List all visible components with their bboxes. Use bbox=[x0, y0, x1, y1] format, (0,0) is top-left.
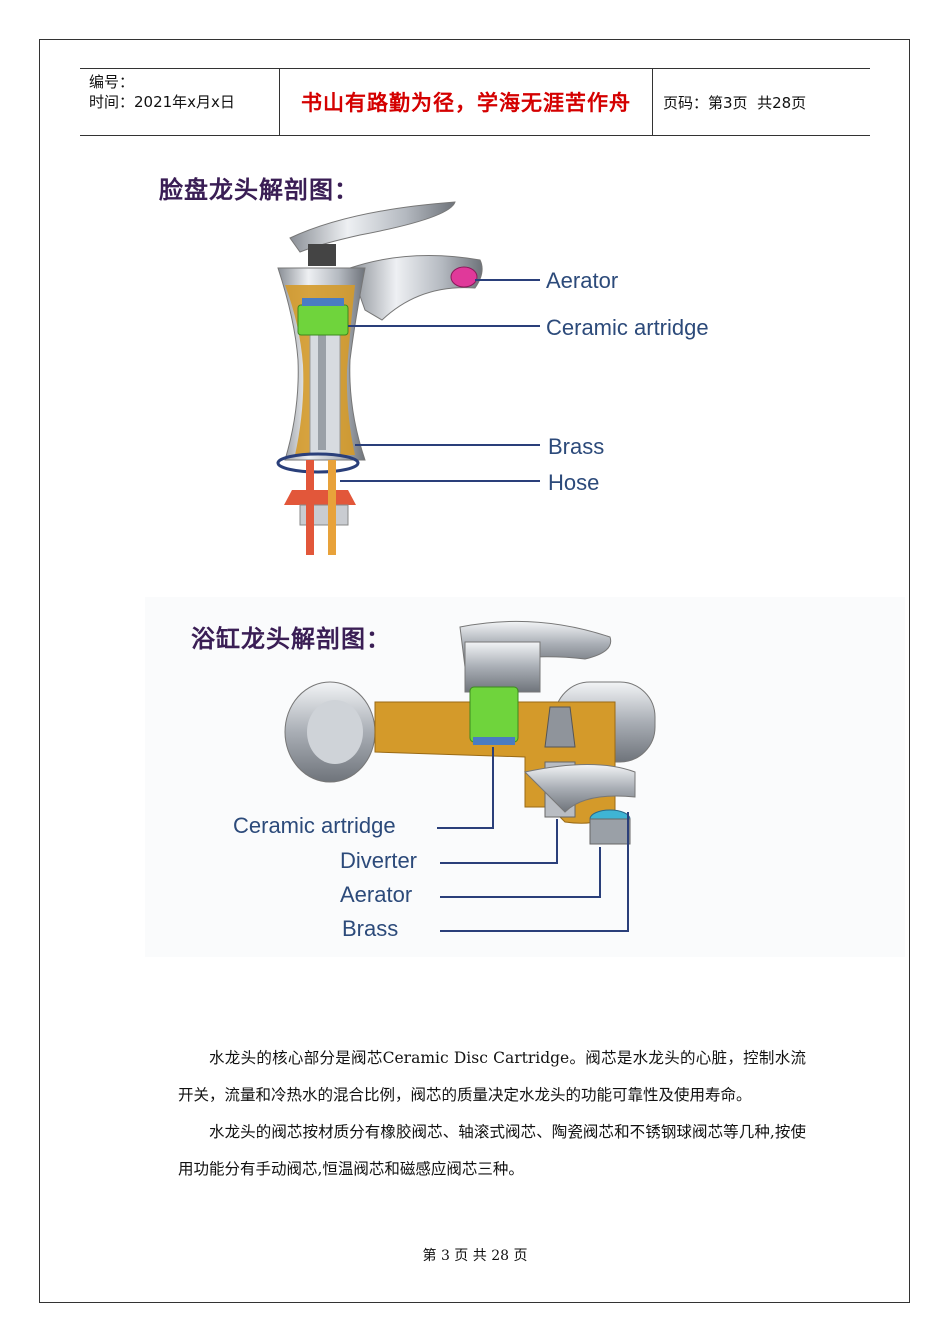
header-motto: 书山有路勤为径，学海无涯苦作舟 bbox=[280, 69, 653, 135]
basin-faucet-figure: 脸盘龙头解剖图： Aerator Ceramic artridge Brass … bbox=[150, 160, 770, 560]
callout-diverter: Diverter bbox=[340, 848, 418, 873]
callout-ceramic-cartridge-2: Ceramic artridge bbox=[233, 813, 396, 838]
header-page-info: 页码：第3页 共28页 bbox=[653, 69, 870, 135]
basin-faucet-illustration bbox=[276, 201, 540, 555]
callout-ceramic-cartridge: Ceramic artridge bbox=[546, 315, 709, 340]
paragraph-cartridge-core: 水龙头的核心部分是阀芯Ceramic Disc Cartridge。阀芯是水龙头… bbox=[178, 1049, 806, 1104]
callout-brass: Brass bbox=[548, 434, 605, 459]
page-footer: 第 3 页 共 28 页 bbox=[422, 1248, 528, 1264]
callout-brass-2: Brass bbox=[342, 916, 399, 941]
body-text: 水龙头的核心部分是阀芯Ceramic Disc Cartridge。阀芯是水龙头… bbox=[178, 1040, 806, 1188]
callout-aerator-2: Aerator bbox=[340, 882, 413, 907]
paragraph-cartridge-types: 水龙头的阀芯按材质分有橡胶阀芯、轴滚式阀芯、陶瓷阀芯和不锈钢球阀芯等几种,按使用… bbox=[178, 1123, 806, 1178]
bathtub-faucet-figure: 浴缸龙头解剖图： Ceramic artridge Diverter Aerat… bbox=[145, 597, 905, 957]
document-number-label: 编号： bbox=[89, 73, 135, 91]
page-info-text: 页码：第3页 共28页 bbox=[663, 93, 807, 112]
document-header: 编号： 时间：2021年x月x日 书山有路勤为径，学海无涯苦作舟 页码：第3页 … bbox=[80, 68, 870, 136]
callout-aerator: Aerator bbox=[546, 268, 619, 293]
callout-hose: Hose bbox=[548, 470, 600, 495]
bathtub-faucet-title: 浴缸龙头解剖图： bbox=[191, 624, 391, 653]
page-frame bbox=[39, 39, 910, 1303]
bathtub-faucet-illustration bbox=[284, 620, 656, 932]
header-meta: 编号： 时间：2021年x月x日 bbox=[80, 69, 280, 135]
document-time-label: 时间：2021年x月x日 bbox=[89, 93, 235, 111]
basin-faucet-title: 脸盘龙头解剖图： bbox=[159, 175, 359, 204]
